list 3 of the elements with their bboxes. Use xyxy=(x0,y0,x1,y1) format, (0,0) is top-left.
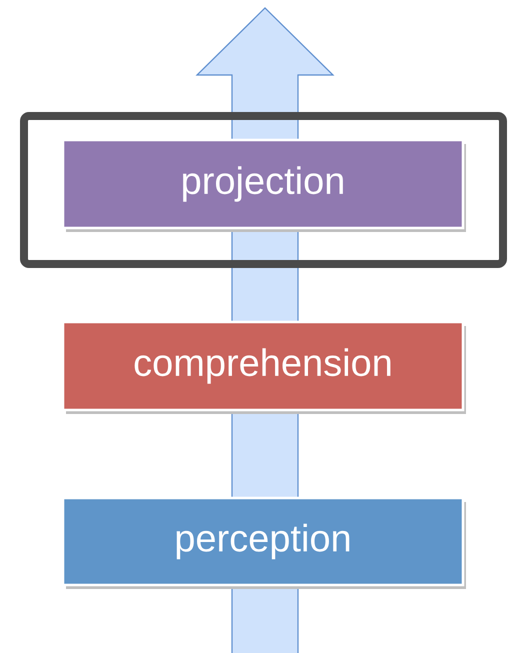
stage-box: perception xyxy=(62,496,466,589)
stage-box: projection xyxy=(62,138,466,232)
stage-box: comprehension xyxy=(62,320,466,414)
